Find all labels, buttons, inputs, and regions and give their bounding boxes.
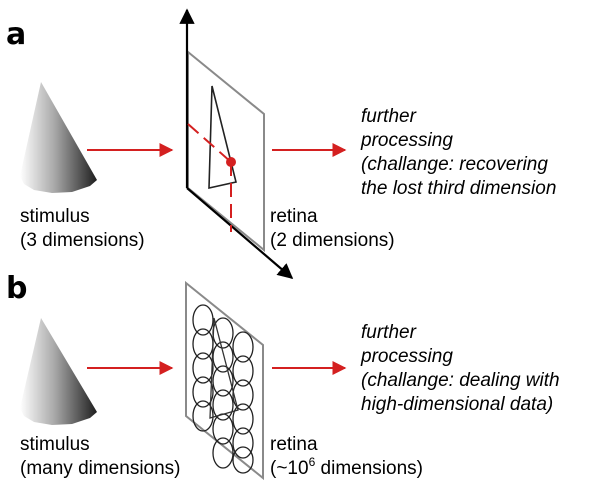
- retina-label: retina (2 dimensions): [270, 206, 395, 251]
- stimulus-label: stimulus (3 dimensions): [20, 206, 145, 251]
- projection-point: [226, 157, 236, 167]
- processing-label: further processing (challange: dealing w…: [360, 322, 565, 415]
- processing-label: further processing (challange: recoverin…: [360, 106, 556, 199]
- projected-triangle: [208, 85, 237, 190]
- panel-label-b: b: [6, 271, 27, 306]
- panel-label-a: a: [6, 17, 26, 52]
- panel-a: a stimulus (3 dimensions) retina (2 dime…: [6, 8, 556, 280]
- retina-dimensions-label: (~106 dimensions): [270, 455, 423, 479]
- retina-plane: [185, 280, 264, 481]
- panel-b: b: [6, 271, 565, 481]
- stimulus-cone: [20, 82, 97, 193]
- projected-triangle: [209, 317, 239, 419]
- stimulus-label: stimulus (many dimensions): [20, 434, 181, 479]
- stimulus-cone: [20, 318, 97, 425]
- retina-label: retina: [270, 434, 318, 455]
- projection-line-horizontal: [187, 123, 232, 163]
- diagonal-axis: [186, 187, 294, 280]
